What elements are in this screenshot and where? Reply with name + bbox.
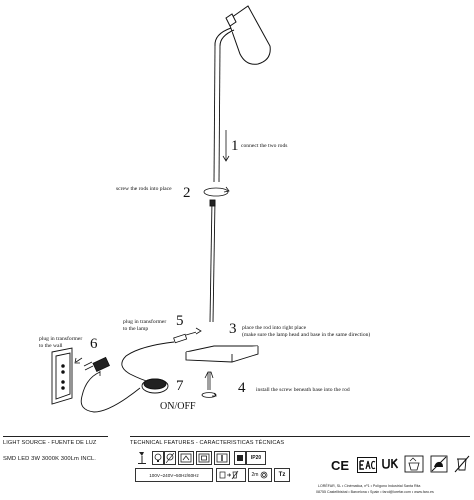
bulb-icon [152, 451, 164, 465]
light-source-value: SMD LED 3W 3000K 300Lm INCL. [3, 456, 97, 462]
step-5-number: 5 [176, 313, 184, 329]
switch-button [141, 378, 169, 394]
arrow-connect [222, 130, 230, 162]
step-6-line-1: plug in transformer [39, 336, 83, 342]
arrow-plug-wall [74, 357, 83, 364]
voltage-badge: 100V~240V~50Hz/60Hz [135, 468, 213, 482]
tz-badge: Tz [274, 468, 290, 482]
transformer-icon [234, 451, 246, 465]
ce-mark-icon: CE [331, 458, 350, 473]
cable-length-text: 2m [251, 472, 259, 478]
recycle-box-icon [404, 455, 424, 478]
step-2-number: 2 [183, 185, 191, 201]
divider-right [130, 436, 470, 437]
step-6-number: 6 [90, 336, 98, 352]
wall-transformer [83, 356, 110, 376]
lamp-icon [135, 451, 149, 465]
step-4-number: 4 [238, 380, 246, 396]
power-cable [80, 341, 175, 413]
lamp-head [214, 5, 271, 65]
class-three-icon [196, 451, 212, 465]
divider-left [3, 436, 108, 437]
step-3-number: 3 [229, 321, 237, 337]
lower-rod [209, 199, 216, 323]
step-5-line-1: plug in transformer [123, 319, 167, 325]
step-7-number: 7 [176, 378, 184, 394]
lamp-plug [173, 327, 202, 344]
assembly-illustration [51, 5, 271, 413]
step-3-text: place the rod into right place (make sur… [242, 325, 370, 339]
screw [201, 371, 217, 398]
step-5-line-2: to the lamp [123, 325, 149, 332]
ukca-icon [381, 457, 401, 478]
wall-socket [51, 347, 73, 405]
tech-features-header: TECHNICAL FEATURES - CARACTERISTICAS TÉC… [130, 440, 285, 446]
ip-rating-badge: IP20 [246, 451, 266, 465]
company-address-2: 08755 Castellbisbal • Barcelona • Spain … [316, 490, 434, 494]
step-1-text: connect the two rods [241, 143, 288, 149]
step-6-line-2: to the wall [39, 342, 63, 349]
light-source-header: LIGHT SOURCE - FUENTE DE LUZ [3, 440, 97, 446]
upper-rod [213, 45, 221, 183]
base-plate [185, 345, 259, 363]
no-pet-icon [430, 455, 448, 478]
weee-bin-icon [216, 468, 246, 482]
company-address-1: LORÉFAR, SL • Cinématica, nº1 • Polígono… [318, 484, 421, 488]
spiral-icon [261, 471, 268, 479]
bulb-off-icon [164, 451, 176, 465]
step-3-line-2: (make sure the lamp head and base in the… [242, 331, 371, 338]
rotation-arrow [203, 186, 230, 197]
class-one-icon [214, 451, 230, 465]
cable-length-badge: 2m [248, 468, 272, 482]
step-3-line-1: place the rod into right place [242, 325, 307, 331]
eac-icon [357, 457, 377, 478]
step-7-text: ON/OFF [160, 401, 196, 412]
step-5-text: plug in transformer to the lamp [123, 319, 166, 333]
no-bin-icon [454, 455, 470, 478]
assembly-diagram: 1 connect the two rods 2 screw the rods … [39, 5, 370, 413]
class-two-icon [178, 451, 194, 465]
step-4-text: install the screw beneath base into the … [256, 387, 350, 393]
step-6-text: plug in transformer to the wall [39, 336, 82, 350]
step-2-text: screw the rods into place [116, 186, 172, 192]
step-1-number: 1 [231, 138, 239, 154]
